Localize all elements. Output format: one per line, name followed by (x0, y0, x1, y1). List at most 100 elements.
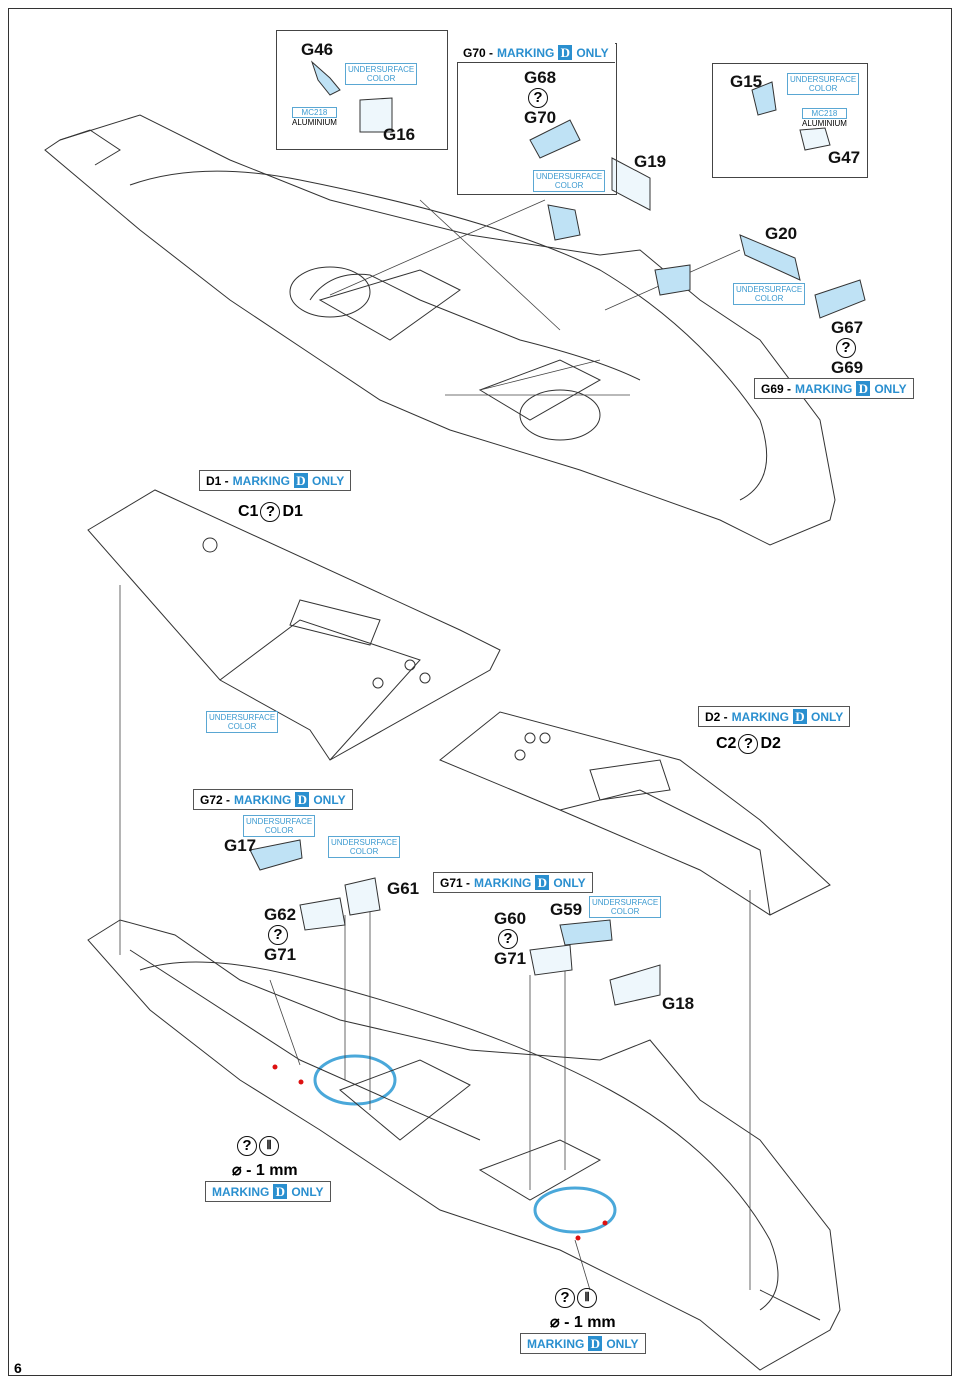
marking-letter: D (588, 1336, 603, 1351)
uc-line2: COLOR (610, 907, 640, 916)
label-g67: G67 (831, 318, 864, 337)
label-g19: G19 (634, 152, 667, 171)
page-number: 6 (14, 1360, 22, 1376)
uc-line2: COLOR (754, 294, 784, 303)
choice-b: D2 (760, 735, 781, 752)
inset-g46 (276, 30, 448, 150)
drill-size-right: ⌀ - 1 mm (550, 1314, 616, 1331)
drill-icons-right: ?⫼ (555, 1288, 597, 1308)
part-g46 (310, 60, 341, 96)
uc-line1: UNDERSURFACE (592, 898, 659, 907)
marking-prefix: G71 - (440, 875, 471, 890)
choice-c2-d2: C2?D2 (716, 734, 781, 754)
choice-a: C1 (238, 503, 259, 520)
left-wing-flap (289, 599, 381, 646)
uc-line1: UNDERSURFACE (536, 172, 603, 181)
right-wing-outline (439, 711, 831, 916)
marking-g69: G69 - MARKING D ONLY (754, 378, 914, 399)
marking-suffix: ONLY (576, 45, 609, 60)
marking-word: MARKING (731, 709, 789, 724)
label-g47: G47 (828, 148, 861, 167)
radiator-right (478, 359, 602, 421)
marking-suffix: ONLY (874, 381, 907, 396)
paint-code: MC218 (292, 107, 337, 118)
label-g68: G68 (524, 68, 557, 87)
left-wing-aileron (219, 619, 421, 761)
lower-radiator-right (478, 1139, 602, 1201)
choice-icon-g68: ? (528, 88, 548, 108)
marking-prefix: D2 - (705, 709, 728, 724)
uc-line1: UNDERSURFACE (331, 838, 398, 847)
choice-icon: ? (260, 502, 281, 522)
marking-letter: D (856, 381, 871, 396)
marking-g71: G71 - MARKING D ONLY (433, 872, 593, 893)
choice-c1-d1: C1?D1 (238, 502, 303, 522)
part-g69-fairing (654, 264, 691, 296)
part-g20 (739, 234, 801, 281)
marking-word: MARKING (497, 45, 555, 60)
uc-line2: COLOR (366, 74, 396, 83)
marking-word: MARKING (232, 473, 290, 488)
label-g70: G70 (524, 108, 557, 127)
marking-letter: D (793, 709, 807, 724)
part-g47 (799, 127, 831, 151)
marking-suffix: ONLY (606, 1336, 639, 1351)
uc-line1: UNDERSURFACE (790, 75, 857, 84)
choice-icon: ? (738, 734, 759, 754)
part-g19 (611, 157, 651, 211)
lower-wheel-well-left (313, 1054, 397, 1106)
part-g67 (814, 279, 866, 319)
label-g62: G62 (264, 905, 297, 924)
upper-wing-inner (129, 170, 768, 501)
part-under-a (547, 204, 581, 241)
label-g60: G60 (494, 909, 527, 928)
marking-drill-left: MARKING D ONLY (205, 1181, 331, 1202)
uc-line1: UNDERSURFACE (209, 713, 276, 722)
marking-word: MARKING (795, 381, 853, 396)
marking-g72: G72 - MARKING D ONLY (193, 789, 353, 810)
part-g18 (609, 964, 661, 1006)
paint-callout-g47: MC218 ALUMINIUM (802, 108, 847, 128)
marking-word: MARKING (474, 875, 532, 890)
label-g15: G15 (730, 72, 763, 91)
label-g71-left: G71 (264, 945, 297, 964)
lower-fuselage-line (129, 949, 481, 1141)
uc-line2: COLOR (349, 847, 379, 856)
choice-a: C2 (716, 735, 737, 752)
label-g16: G16 (383, 125, 416, 144)
marking-word: MARKING (527, 1336, 585, 1351)
marking-suffix: ONLY (291, 1184, 324, 1199)
left-wing-outline (87, 489, 501, 761)
uc-line1: UNDERSURFACE (348, 65, 415, 74)
marking-letter: D (535, 875, 550, 890)
radiator-left (318, 269, 461, 341)
drill-icons-left: ?⫼ (237, 1136, 279, 1156)
choice-icon: ? (555, 1288, 575, 1308)
wheel-well-right (519, 389, 601, 441)
paint-code: MC218 (802, 108, 847, 119)
marking-d1: D1 - MARKING D ONLY (199, 470, 352, 491)
lower-wing-outline (87, 919, 841, 1371)
uc-line2: COLOR (554, 181, 584, 190)
upper-wing-outline (44, 114, 836, 546)
choice-icon-g60: ? (498, 929, 518, 949)
choice-icon-g62: ? (268, 925, 288, 945)
marking-suffix: ONLY (313, 792, 346, 807)
part-g16 (359, 97, 393, 133)
paint-name: ALUMINIUM (292, 118, 337, 127)
drill-size-left: ⌀ - 1 mm (232, 1162, 298, 1179)
part-g15 (751, 81, 777, 116)
right-wing-flap (589, 759, 671, 801)
marking-letter: D (273, 1184, 288, 1199)
choice-icon-g67: ? (836, 338, 856, 358)
upper-fuselage-edge (59, 129, 121, 166)
choice-b: D1 (282, 503, 303, 520)
part-g17 (249, 839, 303, 871)
marking-prefix: G69 - (761, 381, 792, 396)
